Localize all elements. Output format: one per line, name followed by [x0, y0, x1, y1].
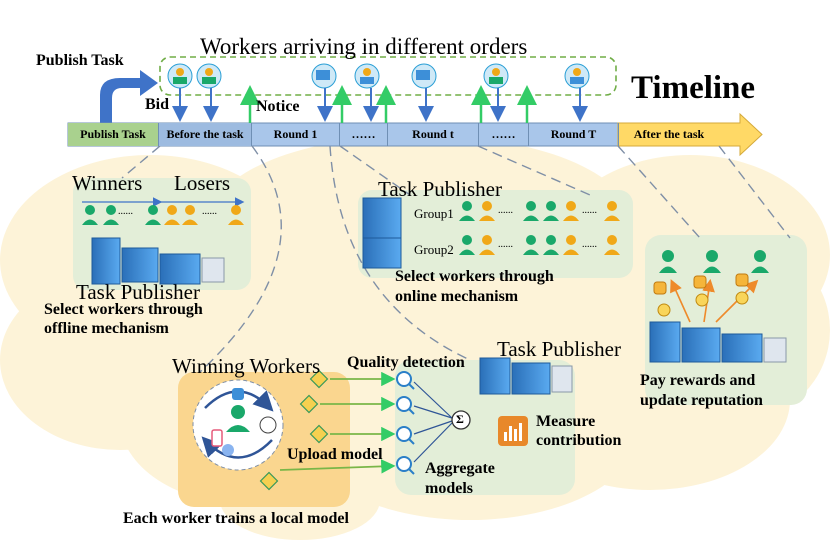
reward-workers — [659, 250, 769, 273]
online-caption-1: Select workers through — [395, 268, 554, 285]
arrival-title: Workers arriving in different orders — [200, 34, 528, 59]
measure-contribution-icon — [498, 416, 528, 446]
notice-arrows — [240, 85, 537, 123]
bid-label: Bid — [145, 96, 170, 113]
timeline-arrowhead — [617, 112, 763, 157]
offline-publisher-label: Task Publisher — [76, 280, 200, 304]
segment-ellipsis-2: …… — [479, 123, 529, 146]
upload-arrows — [279, 371, 396, 474]
group1-ellipsis-b: ...... — [582, 205, 597, 216]
measure-line-1: Measure — [536, 413, 596, 430]
publish-task-arrow — [100, 70, 158, 123]
publish-task-label: Publish Task — [36, 52, 124, 69]
arriving-workers — [167, 63, 590, 89]
aggregation-publisher-label: Task Publisher — [497, 337, 621, 361]
online-panel — [358, 190, 633, 278]
group2-ellipsis-a: ...... — [498, 239, 513, 250]
worker-arrival-box — [159, 56, 617, 96]
offline-server-icon — [91, 237, 225, 285]
group1-ellipsis-a: ...... — [498, 205, 513, 216]
sigma-node — [451, 410, 471, 430]
online-server-icon — [362, 197, 402, 269]
segment-ellipsis-1: …… — [340, 123, 388, 146]
segment-round-t: Round t — [388, 123, 479, 146]
winners-label: Winners — [72, 171, 143, 195]
reward-caption-1: Pay rewards and — [640, 372, 756, 389]
group2-ellipsis-b: ...... — [582, 239, 597, 250]
reward-caption-2: update reputation — [640, 392, 763, 409]
magnifier-icons — [396, 371, 415, 475]
winning-workers-label: Winning Workers — [172, 354, 321, 378]
local-model-caption: Each worker trains a local model — [123, 510, 349, 527]
online-workers — [459, 201, 620, 255]
sigma-symbol: Σ — [456, 412, 464, 426]
segment-before-task: Before the task — [159, 123, 252, 146]
losers-label: Losers — [174, 171, 230, 195]
quality-detection-label: Quality detection — [347, 354, 465, 371]
aggregate-line-1: Aggregate — [425, 460, 495, 477]
bid-arrows — [172, 88, 588, 122]
online-caption-2: online mechanism — [395, 288, 519, 305]
medal-icons — [657, 291, 749, 317]
timeline-title: Timeline — [631, 70, 756, 106]
aggregation-lines — [413, 381, 453, 463]
dashed-connectors — [121, 145, 791, 373]
group1-label: Group1 — [414, 206, 454, 221]
reward-server-icon — [649, 321, 787, 363]
notice-label: Notice — [256, 98, 300, 115]
local-training-cycle — [192, 379, 284, 471]
segment-round-T: Round T — [529, 123, 619, 146]
offline-caption-1: Select workers through — [44, 301, 203, 318]
losers-ellipsis: ...... — [202, 206, 217, 217]
offline-caption-2: offline mechanism — [44, 320, 169, 337]
money-bag-icons — [653, 273, 749, 295]
segment-after-task: After the task — [633, 127, 705, 141]
winners-ellipsis: ...... — [118, 206, 133, 217]
upload-model-label: Upload model — [287, 446, 383, 463]
aggregate-line-2: models — [425, 480, 473, 497]
group2-label: Group2 — [414, 242, 454, 257]
aggregation-server-icon — [479, 357, 573, 395]
segment-publish-task: Publish Task — [68, 123, 159, 146]
offline-workers — [82, 197, 245, 225]
segment-round-1: Round 1 — [252, 123, 340, 146]
online-publisher-label: Task Publisher — [378, 177, 502, 201]
measure-line-2: contribution — [536, 432, 622, 449]
model-cube-icons — [259, 369, 329, 491]
